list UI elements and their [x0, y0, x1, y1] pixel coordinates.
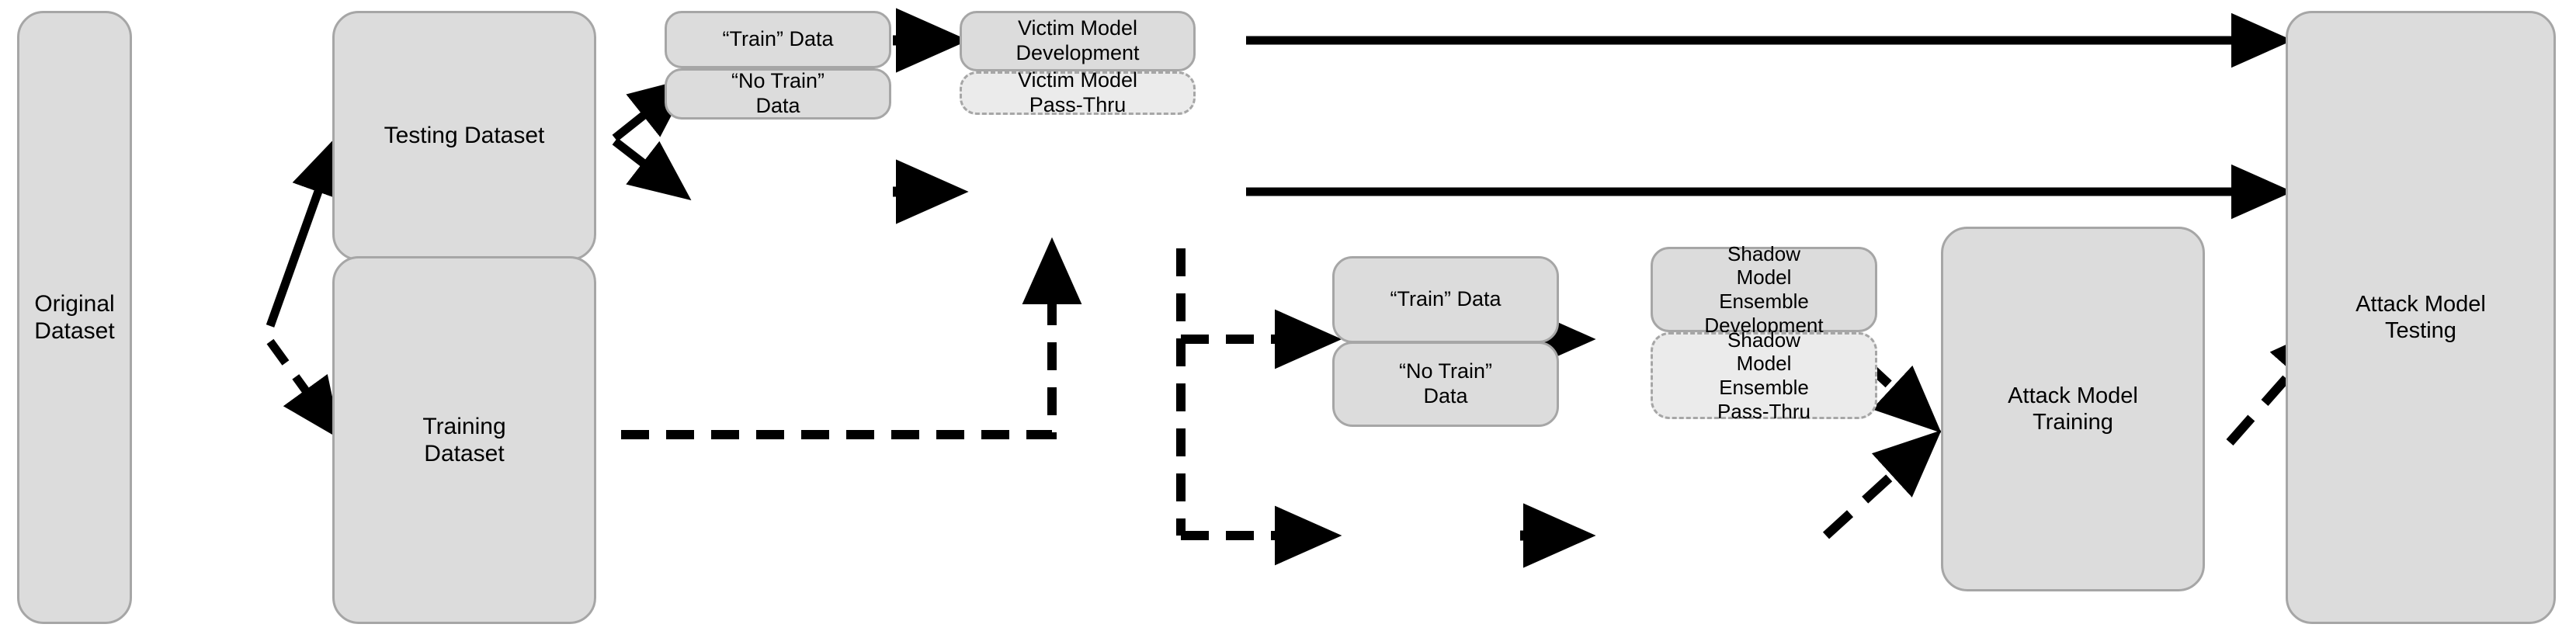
edge-original-to-testing	[266, 133, 344, 328]
node-shadow-model-ensemble-development-label: Shadow Model Ensemble Development	[1704, 241, 1824, 337]
node-testing-dataset[interactable]: Testing Dataset	[332, 11, 596, 261]
node-victim-model-pass-thru[interactable]: Victim Model Pass-Thru	[960, 68, 1196, 116]
node-shadow-model-ensemble-pass-thru[interactable]: Shadow Model Ensemble Pass-Thru	[1651, 328, 1877, 423]
edge-original-to-training	[266, 338, 342, 440]
node-original-dataset-label: Original Dataset	[34, 290, 115, 344]
node-testing-dataset-label: Testing Dataset	[384, 123, 545, 149]
node-shadow-train-data[interactable]: “Train” Data	[1332, 256, 1559, 343]
node-original-dataset[interactable]: Original Dataset	[17, 11, 132, 624]
edge-testing-to-victim-no-train	[612, 137, 692, 201]
node-victim-model-development-label: Victim Model Development	[1015, 16, 1140, 64]
node-attack-model-training-label: Attack Model Training	[2008, 383, 2138, 435]
edge-training-to-victim-pass-thru	[621, 237, 1082, 439]
node-shadow-train-data-label: “Train” Data	[1390, 287, 1502, 311]
node-shadow-model-ensemble-development[interactable]: Shadow Model Ensemble Development	[1651, 242, 1877, 337]
node-victim-no-train-data-label: “No Train” Data	[731, 69, 825, 117]
node-shadow-model-ensemble-pass-thru-label: Shadow Model Ensemble Pass-Thru	[1717, 328, 1810, 423]
node-victim-train-data-label: “Train” Data	[722, 27, 834, 51]
node-victim-model-pass-thru-label: Victim Model Pass-Thru	[1017, 68, 1138, 116]
node-victim-train-data[interactable]: “Train” Data	[665, 11, 891, 68]
node-victim-model-development[interactable]: Victim Model Development	[960, 11, 1196, 71]
node-victim-no-train-data[interactable]: “No Train” Data	[665, 68, 891, 120]
node-attack-model-testing[interactable]: Attack Model Testing	[2286, 11, 2556, 624]
node-shadow-no-train-data-label: “No Train” Data	[1398, 359, 1493, 407]
node-training-dataset-label: Training Dataset	[422, 413, 506, 466]
node-shadow-no-train-data[interactable]: “No Train” Data	[1332, 342, 1559, 427]
edge-ensemble-pass-thru-to-attack-training	[1822, 430, 1942, 539]
node-attack-model-testing-label: Attack Model Testing	[2356, 291, 2486, 343]
node-training-dataset[interactable]: Training Dataset	[332, 256, 596, 624]
node-attack-model-training[interactable]: Attack Model Training	[1941, 227, 2205, 591]
